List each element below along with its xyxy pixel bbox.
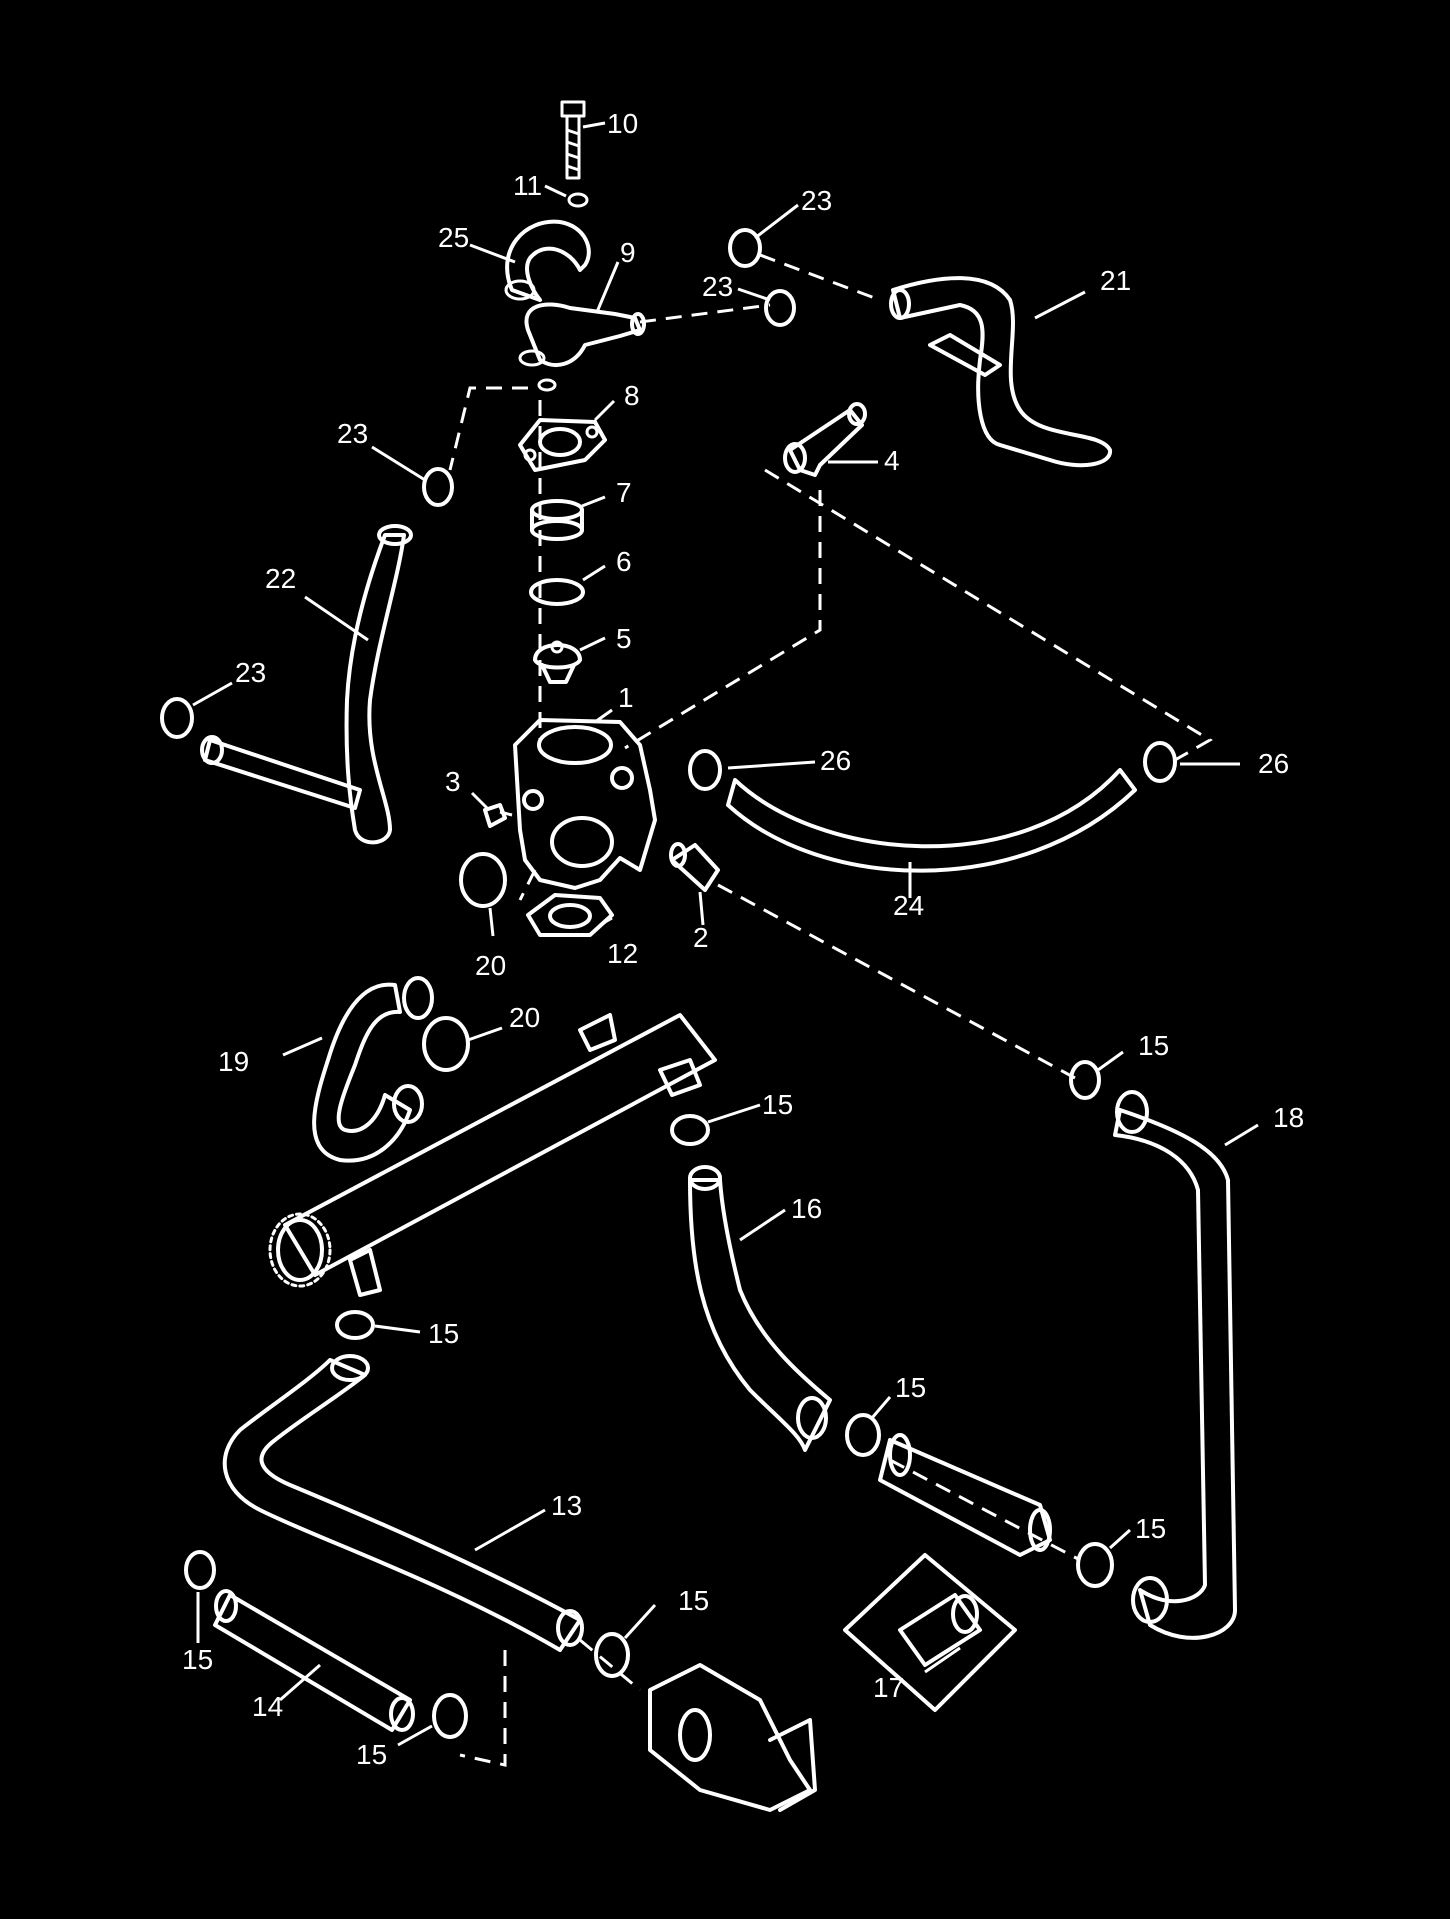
part-5-thermostat	[533, 640, 582, 684]
callout-16: 16	[791, 1193, 822, 1224]
part-13-hose	[222, 1354, 584, 1652]
callout-1: 1	[618, 682, 634, 713]
callout-23: 23	[702, 271, 733, 302]
callout-3: 3	[445, 766, 461, 797]
part-18-hose	[1113, 1090, 1237, 1640]
callout-15: 15	[678, 1585, 709, 1616]
callout-13: 13	[551, 1490, 582, 1521]
callout-25: 25	[438, 222, 469, 253]
part-17-hose-piece	[843, 1553, 1017, 1712]
part-25-clamp	[505, 219, 591, 302]
part-6-ring	[529, 578, 585, 606]
water-pump	[648, 1663, 817, 1812]
callout-21: 21	[1100, 265, 1131, 296]
part-20-clamp	[422, 852, 507, 1072]
callout-26: 26	[1258, 748, 1289, 779]
assembly-lines	[448, 253, 1213, 1767]
callout-23: 23	[337, 418, 368, 449]
callout-5: 5	[616, 623, 632, 654]
callout-20: 20	[509, 1002, 540, 1033]
part-11-washer	[567, 192, 589, 208]
callout-15: 15	[356, 1739, 387, 1770]
part-12-gasket	[526, 893, 614, 937]
callout-26: 26	[820, 745, 851, 776]
callout-10: 10	[607, 108, 638, 139]
callout-15: 15	[895, 1372, 926, 1403]
callout-4: 4	[884, 445, 900, 476]
part-14-hose	[213, 1589, 415, 1732]
callout-15: 15	[428, 1318, 459, 1349]
callout-12: 12	[607, 938, 638, 969]
callout-19: 19	[218, 1046, 249, 1077]
callout-23: 23	[801, 185, 832, 216]
part-2-fitting	[669, 842, 720, 892]
inline-filter	[878, 1433, 1052, 1557]
part-9-elbow-fitting	[518, 302, 646, 392]
leader-lines	[192, 121, 1259, 1747]
part-23-clamp	[160, 228, 796, 739]
callout-15: 15	[762, 1089, 793, 1120]
callout-9: 9	[620, 237, 636, 268]
callout-18: 18	[1273, 1102, 1304, 1133]
part-21-formed-hose	[889, 276, 1112, 468]
callout-20: 20	[475, 950, 506, 981]
part-19-hose	[312, 976, 434, 1163]
callout-23: 23	[235, 657, 266, 688]
callout-15: 15	[1138, 1030, 1169, 1061]
callout-15: 15	[1135, 1513, 1166, 1544]
callout-14: 14	[252, 1691, 283, 1722]
part-15-clamp	[184, 1060, 1114, 1739]
callout-labels: 10 11 25 9 23 23 21 8 23 4 7 22 6 5 23 1…	[182, 108, 1304, 1770]
callout-15: 15	[182, 1644, 213, 1675]
part-7-seal	[530, 499, 584, 541]
part-26-clamp	[688, 741, 1177, 791]
part-22-formed-hose	[200, 524, 413, 845]
part-16-hose	[688, 1165, 832, 1452]
part-4-tee-fitting	[783, 402, 867, 477]
part-8-gasket	[518, 418, 607, 472]
callout-22: 22	[265, 563, 296, 594]
part-10-bolt	[560, 100, 586, 180]
heat-exchanger	[268, 1013, 717, 1297]
callout-8: 8	[624, 380, 640, 411]
callout-7: 7	[616, 477, 632, 508]
callout-11: 11	[513, 170, 542, 201]
part-3-plug	[483, 803, 507, 828]
part-24-hose	[726, 768, 1137, 873]
callout-17: 17	[873, 1672, 904, 1703]
callout-6: 6	[616, 546, 632, 577]
callout-24: 24	[893, 890, 924, 921]
callout-2: 2	[693, 922, 709, 953]
part-1-thermostat-housing	[513, 718, 657, 890]
